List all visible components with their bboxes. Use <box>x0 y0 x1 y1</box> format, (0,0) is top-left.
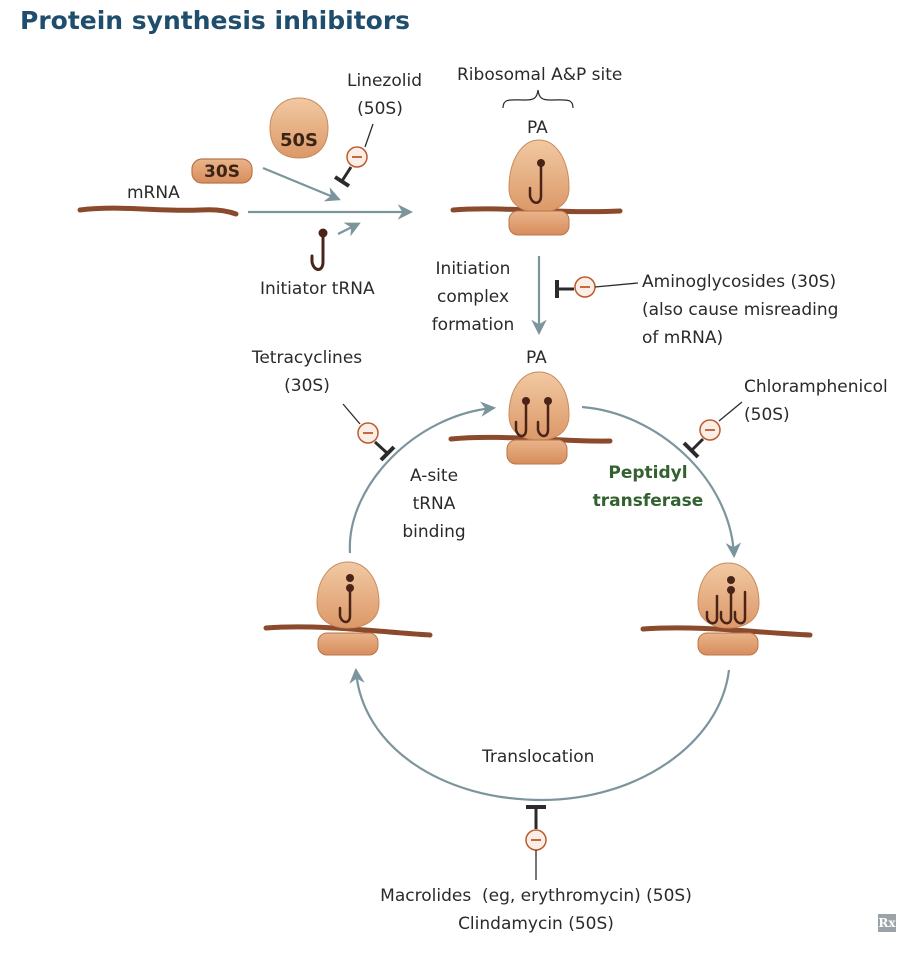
ribosome-left-icon <box>263 561 433 656</box>
arrow-asite-binding-icon <box>348 401 497 554</box>
pa-middle-label: PA <box>526 348 547 368</box>
aminoglycosides-label: Aminoglycosides (30S) (also cause misrea… <box>642 268 838 352</box>
subunit-50s-icon: 50S <box>269 97 329 159</box>
arrow-50s-to-assembly-icon <box>262 166 341 202</box>
initiator-trna-icon <box>310 228 328 271</box>
initiation-line-1: Initiation <box>435 259 511 279</box>
arrow-trna-to-assembly-icon <box>337 222 361 237</box>
tetracyclines-name: Tetracyclines <box>251 348 363 368</box>
arrow-translocation-icon <box>349 667 731 802</box>
subunit-50s-label: 50S <box>280 130 318 151</box>
linezolid-target: (50S) <box>357 99 403 119</box>
aminoglycosides-line-3: of mRNA) <box>642 328 724 348</box>
ribosome-middle-icon <box>448 371 613 465</box>
macrolides-line: Macrolides (eg, erythromycin) (50S) <box>380 886 692 906</box>
asite-line-3: binding <box>402 522 466 542</box>
subunit-30s-icon: 30S <box>191 158 253 184</box>
initiation-line-3: formation <box>431 315 515 335</box>
clindamycin-line: Clindamycin (50S) <box>458 914 614 934</box>
pa-top-label: PA <box>527 118 548 138</box>
ribosome-right-icon <box>640 562 813 656</box>
asite-binding-label: A-site tRNA binding <box>398 462 470 546</box>
chloramphenicol-label: Chloramphenicol (50S) <box>744 373 888 429</box>
initiator-trna-label: Initiator tRNA <box>260 279 375 299</box>
initiation-complex-label: Initiation complex formation <box>425 255 521 339</box>
ap-site-brace-icon <box>502 89 574 109</box>
linezolid-inhibitor-icon <box>333 123 374 188</box>
arrow-peptidyl-transferase-icon <box>581 405 742 559</box>
ribosomal-site-label: Ribosomal A&P site <box>457 65 623 85</box>
peptidyl-line-1: Peptidyl <box>608 463 688 483</box>
tetracyclines-label: Tetracyclines (30S) <box>246 344 368 400</box>
linezolid-label: Linezolid (50S) <box>347 67 422 123</box>
translocation-label: Translocation <box>482 747 595 767</box>
page-title: Protein synthesis inhibitors <box>20 6 411 35</box>
aminoglycosides-line-2: (also cause misreading <box>642 300 839 320</box>
asite-line-2: tRNA <box>412 494 456 514</box>
chloramphenicol-target: (50S) <box>744 405 790 425</box>
tetracyclines-target: (30S) <box>284 376 330 396</box>
linezolid-name: Linezolid <box>347 71 422 91</box>
subunit-30s-label: 30S <box>204 162 240 182</box>
aminoglycosides-inhibitor-icon <box>555 276 639 298</box>
peptidyl-line-2: transferase <box>592 491 704 511</box>
mrna-strand-icon <box>77 205 239 217</box>
ribosome-top-icon <box>450 139 623 236</box>
tetracyclines-inhibitor-icon <box>342 403 396 462</box>
peptidyl-transferase-label: Peptidyl transferase <box>592 459 704 515</box>
macrolides-clindamycin-label: Macrolides (eg, erythromycin) (50S) Clin… <box>356 882 716 938</box>
chloramphenicol-inhibitor-icon <box>682 401 743 459</box>
macrolides-inhibitor-icon <box>525 805 547 880</box>
chloramphenicol-name: Chloramphenicol <box>744 377 888 397</box>
aminoglycosides-line-1: Aminoglycosides (30S) <box>642 272 837 292</box>
asite-line-1: A-site <box>409 466 459 486</box>
mrna-label: mRNA <box>127 183 180 203</box>
rx-logo-icon: Rx <box>878 914 896 932</box>
initiation-line-2: complex <box>436 287 510 307</box>
